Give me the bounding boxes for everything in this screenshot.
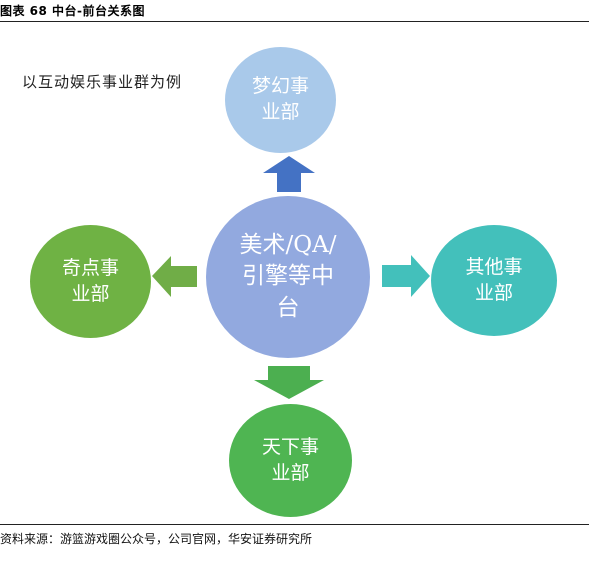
figure-title: 图表 68 中台-前台关系图 xyxy=(0,4,146,18)
node-qidian-line-1: 奇点事 xyxy=(61,256,119,279)
node-middle-line-3: 台 xyxy=(276,294,300,321)
bottom-rule xyxy=(0,524,589,525)
node-other-line-1: 其他事 xyxy=(465,255,523,278)
diagram-note: 以互动娱乐事业群为例 xyxy=(22,73,183,91)
node-menghuan-line-2: 业部 xyxy=(261,101,300,123)
arrow-up xyxy=(263,156,315,192)
arrow-left xyxy=(152,256,197,297)
top-rule xyxy=(0,21,589,22)
node-other: 其他事 业部 xyxy=(431,225,557,336)
node-tianxia-line-2: 业部 xyxy=(271,461,310,484)
node-other-line-2: 业部 xyxy=(474,281,513,304)
node-tianxia: 天下事 业部 xyxy=(229,404,352,517)
node-middle-line-1: 美术/QA/ xyxy=(239,232,337,259)
node-tianxia-line-1: 天下事 xyxy=(261,435,319,458)
node-qidian: 奇点事 业部 xyxy=(30,225,151,338)
node-middle-platform: 美术/QA/ 引擎等中 台 xyxy=(206,196,370,358)
node-qidian-line-2: 业部 xyxy=(71,282,110,305)
node-menghuan: 梦幻事 业部 xyxy=(225,47,336,153)
source-note: 资料来源：游篮游戏圈公众号，公司官网，华安证券研究所 xyxy=(0,532,313,546)
node-menghuan-line-1: 梦幻事 xyxy=(251,75,309,98)
arrow-right xyxy=(382,255,430,297)
node-middle-line-2: 引擎等中 xyxy=(242,263,334,290)
arrow-down xyxy=(254,366,324,399)
